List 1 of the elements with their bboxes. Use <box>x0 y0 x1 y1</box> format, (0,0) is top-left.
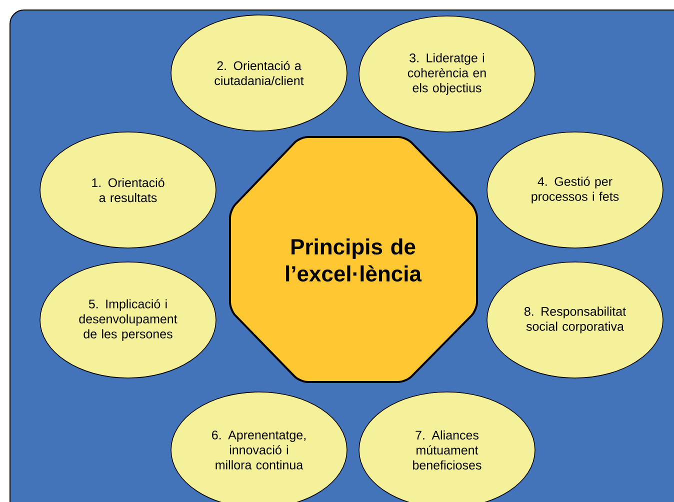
central-octagon: Principis de l’excel·lència <box>229 136 478 383</box>
